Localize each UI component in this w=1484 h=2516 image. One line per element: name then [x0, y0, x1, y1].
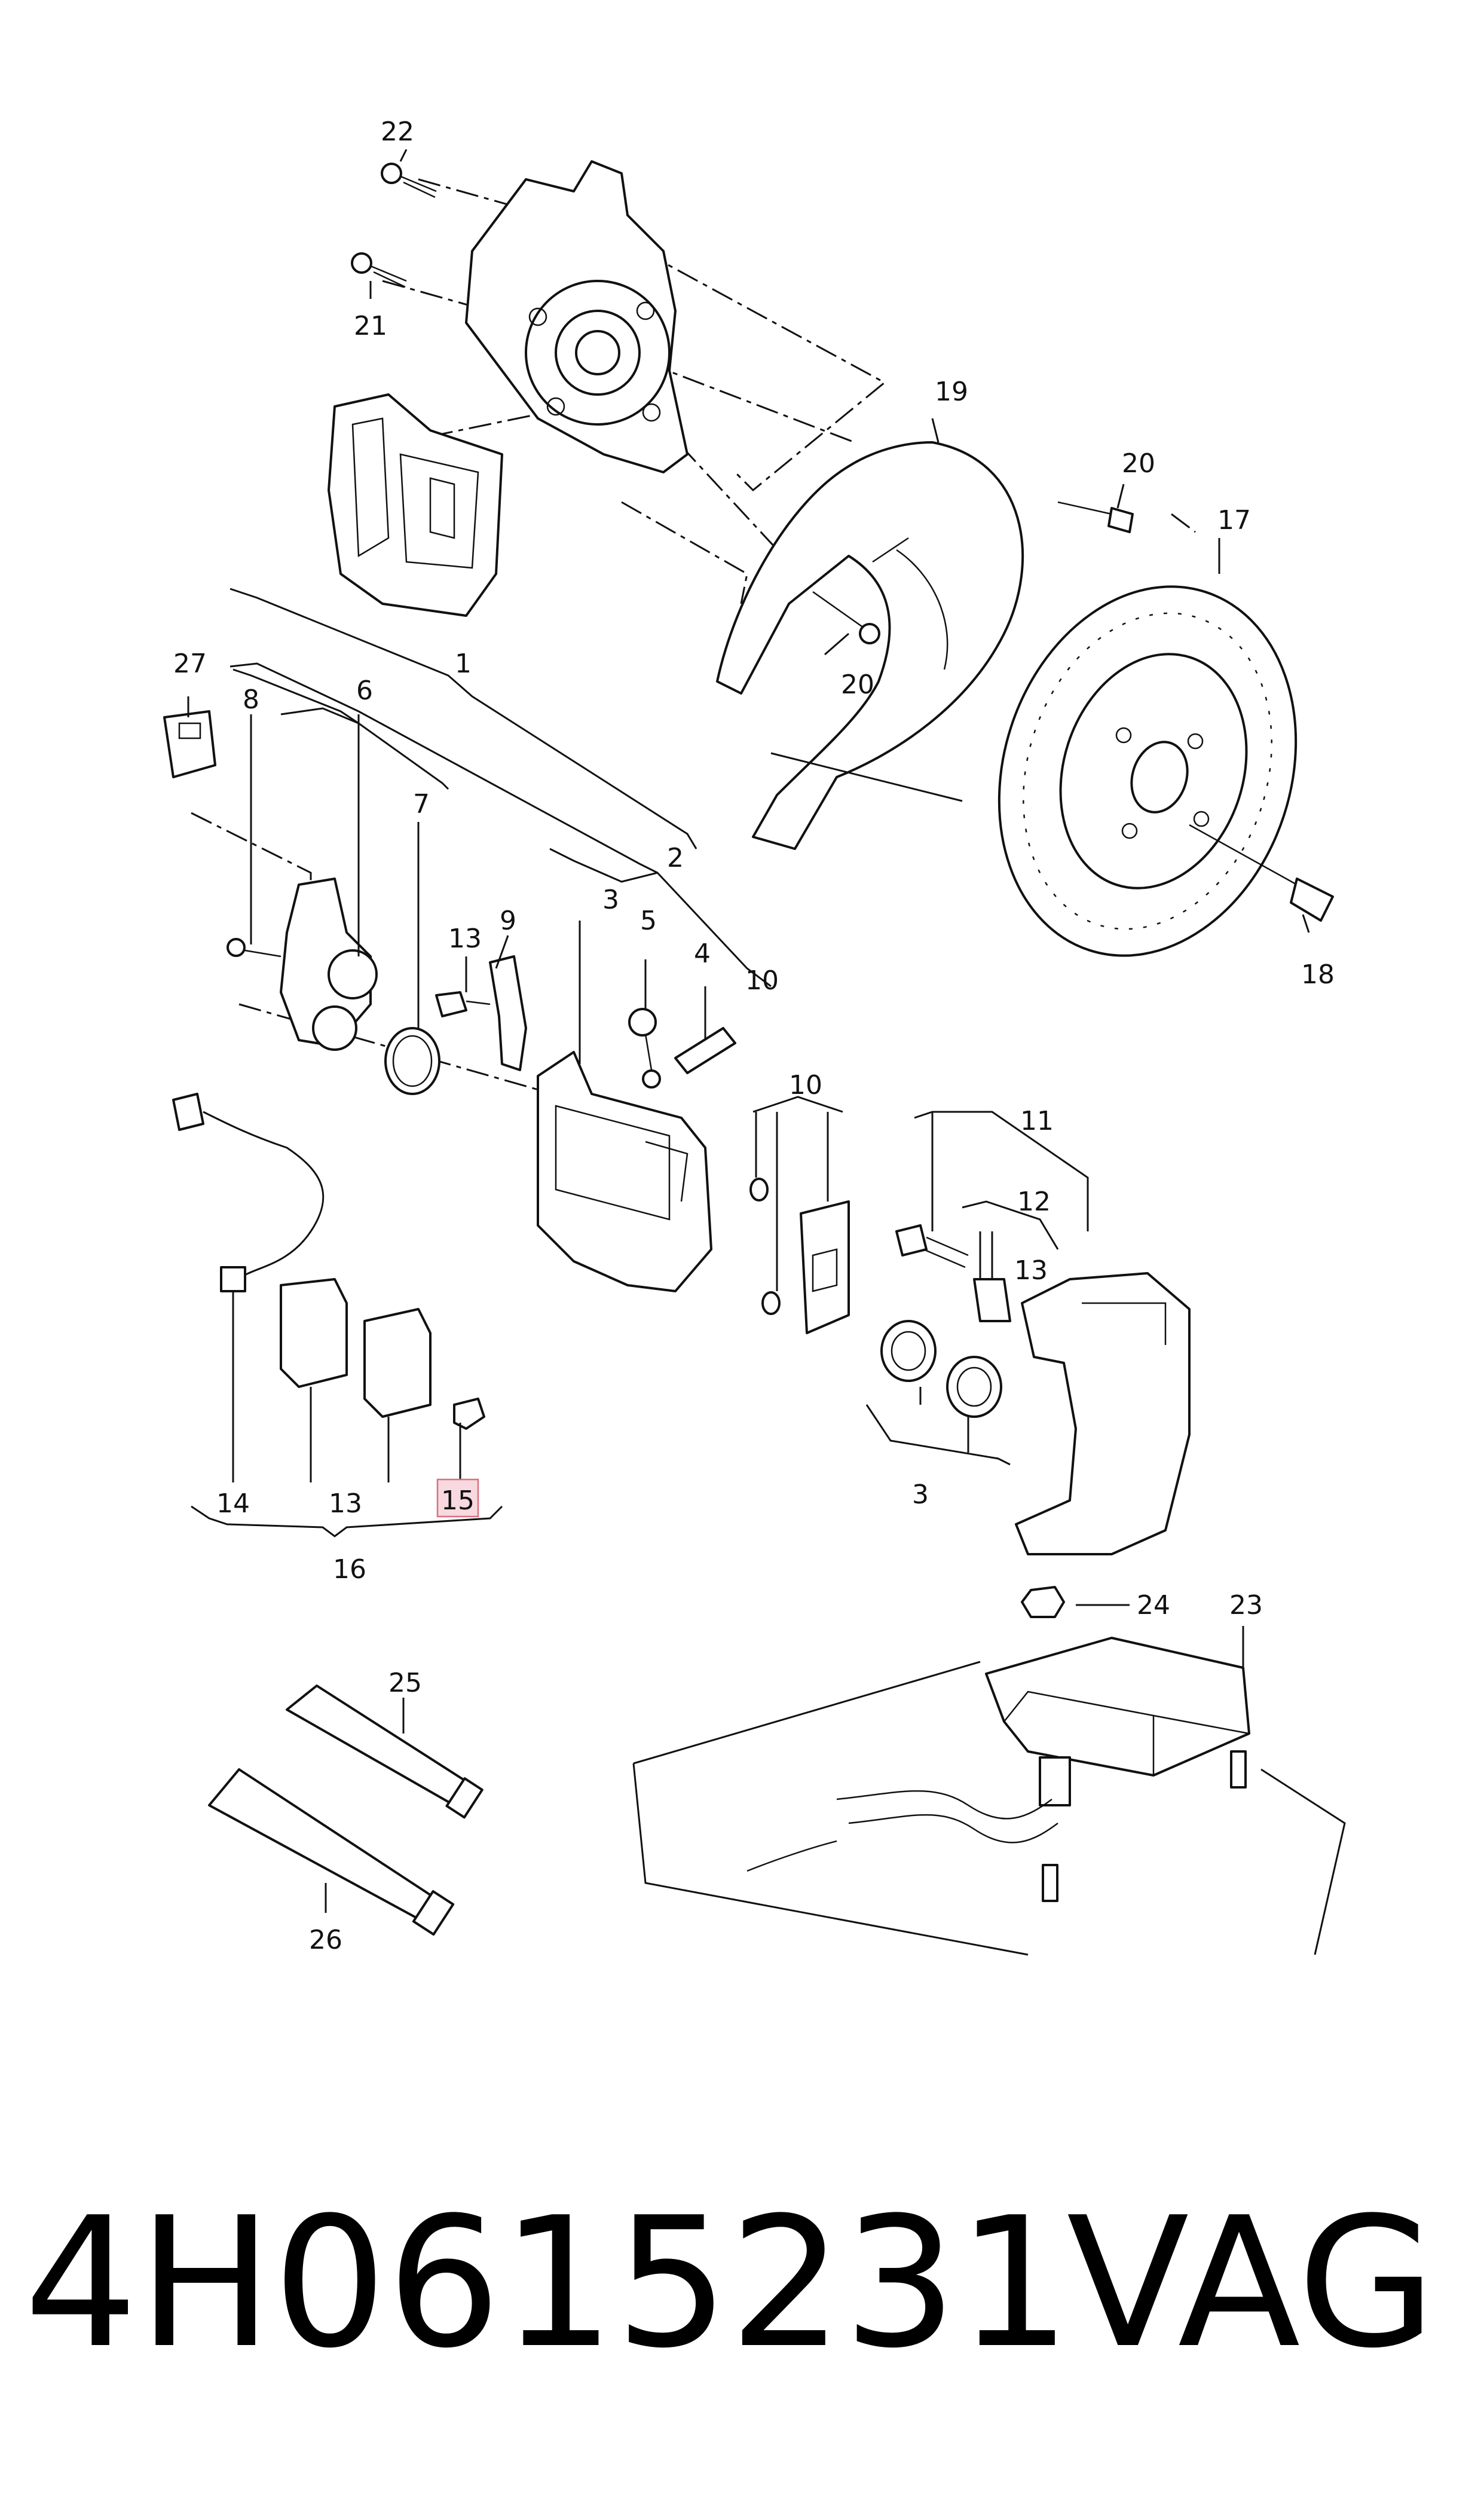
label-9: 9 [500, 906, 516, 936]
exploded-parts-diagram: 22 21 19 20 17 20 1 27 8 6 7 2 18 3 9 13… [163, 117, 1346, 1956]
label-22: 22 [381, 117, 414, 147]
label-21: 21 [354, 311, 387, 341]
label-19: 19 [935, 377, 968, 407]
highlight-box-15 [436, 1478, 479, 1518]
product-caption: 4H0615231 VAG [0, 2104, 1484, 2463]
label-13-upper: 13 [448, 924, 482, 954]
connector-27 [163, 710, 216, 778]
label-17: 17 [1217, 505, 1251, 536]
leader-lines [187, 149, 1310, 1913]
part-number-text: 4H0615231 [24, 2179, 1072, 2387]
bolt-8 [227, 938, 281, 958]
wheel-hub-knuckle [465, 160, 689, 473]
bolt-13-small [435, 991, 491, 1017]
label-25: 25 [388, 1668, 422, 1698]
bushing-upper [749, 1178, 769, 1202]
dust-boot-3-b [946, 1356, 1002, 1418]
label-15: 15 [441, 1485, 475, 1516]
rs-cover-plate [800, 1200, 850, 1334]
label-18: 18 [1301, 959, 1335, 990]
label-27: 27 [173, 649, 207, 679]
disc-screw-18 [1189, 824, 1334, 922]
label-13-pads: 13 [329, 1488, 362, 1519]
brake-pad-outer [280, 1278, 348, 1388]
wear-sensor-14 [172, 1093, 325, 1292]
stud-lower [1042, 1864, 1058, 1902]
grease-tube-26 [208, 1768, 455, 1936]
label-3-upper: 3 [602, 885, 619, 915]
label-3-lower: 3 [912, 1479, 929, 1510]
label-20-lower: 20 [841, 669, 874, 700]
bolt-22 [381, 163, 437, 198]
label-8: 8 [243, 684, 259, 715]
grease-tube-25 [286, 1685, 484, 1819]
brand-text: VAG [1066, 2179, 1436, 2387]
carrier-bolt [895, 1224, 969, 1268]
label-6: 6 [356, 675, 373, 706]
label-20-upper: 20 [1122, 448, 1155, 479]
label-23: 23 [1229, 1590, 1263, 1621]
park-brake-motor [280, 878, 378, 1051]
label-4: 4 [694, 938, 711, 969]
label-10-upper: 10 [745, 965, 779, 996]
bleeder-5 [628, 1008, 661, 1089]
brake-pad-inner [363, 1308, 432, 1418]
label-13-carrier: 13 [1014, 1255, 1048, 1286]
dust-boot-3-a [880, 1320, 937, 1382]
bushing-lower [761, 1291, 781, 1315]
label-7: 7 [413, 789, 430, 820]
label-1: 1 [455, 649, 472, 679]
stud-right [1230, 1750, 1247, 1789]
caliper-assembly [328, 393, 503, 617]
label-10-lower: 10 [789, 1070, 822, 1100]
label-24: 24 [1137, 1590, 1170, 1621]
caliper-carrier-11 [1015, 1272, 1191, 1555]
label-26: 26 [309, 1925, 342, 1955]
label-5: 5 [640, 906, 657, 936]
caliper-housing [537, 1051, 712, 1292]
label-12: 12 [1017, 1187, 1051, 1217]
guide-sleeve-12 [973, 1278, 1011, 1322]
bolt-20-lower [812, 591, 880, 644]
vehicle-floor-section [632, 1661, 1346, 1956]
anti-rattle-clip-15 [453, 1398, 485, 1430]
bolt-20-upper [1057, 501, 1134, 533]
seal-ring-7 [384, 1027, 440, 1095]
control-unit-23 [985, 1637, 1250, 1806]
part-labels: 22 21 19 20 17 20 1 27 8 6 7 2 18 3 9 13… [173, 117, 1335, 1955]
bolt-21 [351, 252, 407, 288]
label-11: 11 [1020, 1106, 1054, 1136]
label-2: 2 [667, 843, 684, 873]
splash-shield [716, 441, 1024, 850]
guide-pin-4 [674, 1027, 736, 1074]
brake-disc [998, 585, 1298, 957]
label-14: 14 [216, 1488, 250, 1519]
bracket-9 [489, 955, 527, 1071]
label-16: 16 [333, 1554, 366, 1585]
nut-24 [1021, 1586, 1065, 1618]
